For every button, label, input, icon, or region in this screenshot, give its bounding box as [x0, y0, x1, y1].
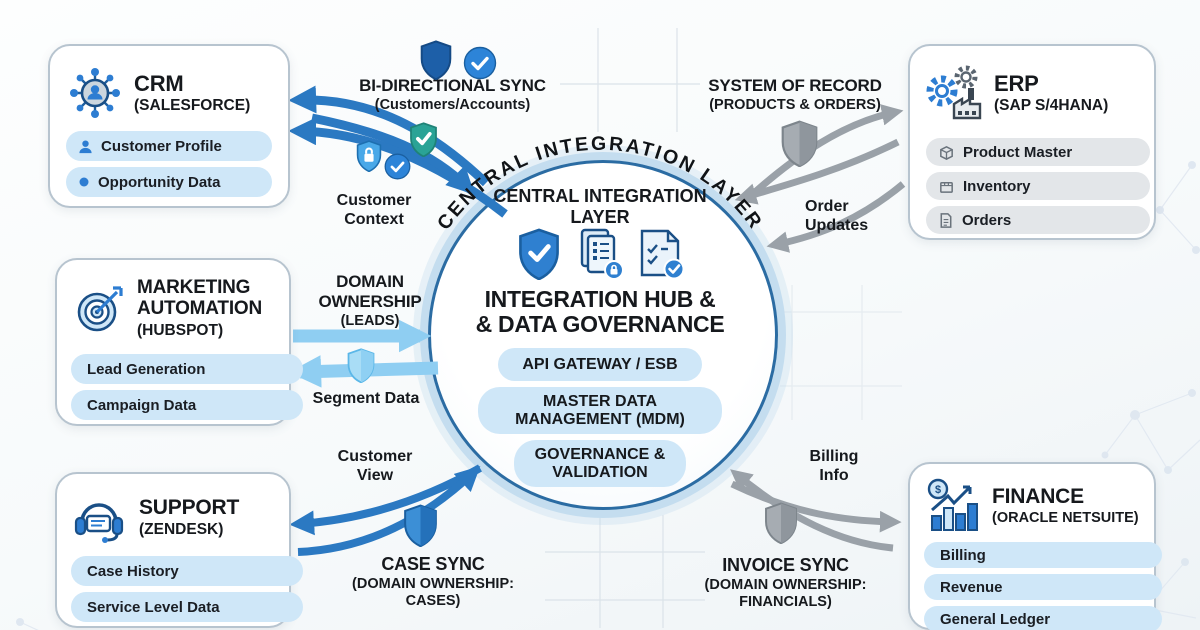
headset-ticket-icon — [71, 490, 127, 546]
shield-check-icon — [516, 228, 562, 280]
billing-info-label: Billing Info — [809, 448, 859, 484]
marketing-subtitle: (HUBSPOT) — [137, 321, 224, 339]
crm-item-opportunity-data: Opportunity Data — [66, 167, 272, 197]
target-dart-icon — [73, 284, 125, 336]
support-subtitle: (ZENDESK) — [139, 521, 224, 539]
hub-arc-label: CENTRAL INTEGRATION LAYER — [433, 133, 767, 234]
arrow-hub-to-finance — [730, 480, 902, 533]
customer-view-label: Customer View — [337, 448, 413, 484]
marketing-item-lead-generation: Lead Generation — [71, 354, 303, 384]
svg-text:$: $ — [935, 484, 941, 496]
segment-data-label: Segment Data — [312, 390, 420, 407]
arrow-crm-to-hub — [311, 113, 475, 195]
support-system-box: SUPPORT (ZENDESK) Case History Service L… — [55, 472, 303, 628]
finance-title: FINANCE — [992, 484, 1084, 508]
finance-chart-dollar-icon: $ — [926, 478, 980, 534]
arrow-hub-to-crm-2 — [288, 117, 508, 218]
erp-item-product-master: Product Master — [926, 138, 1150, 166]
crm-system-box: CRM (SALESFORCE) Customer Profile Opport… — [48, 44, 290, 208]
hub-pill-api-gateway: API GATEWAY / ESB — [498, 348, 702, 381]
document-icon — [938, 212, 954, 229]
hub-pill-mdm: MASTER DATA MANAGEMENT (MDM) — [478, 387, 722, 434]
support-item-service-level-data: Service Level Data — [71, 592, 303, 622]
erp-gears-factory-icon — [926, 64, 982, 122]
erp-item-orders: Orders — [926, 206, 1150, 234]
customer-context-label: Customer Context — [336, 192, 412, 228]
marketing-title: MARKETING AUTOMATION — [137, 277, 263, 319]
package-icon — [938, 144, 955, 161]
crm-title: CRM — [134, 70, 184, 96]
hub-heading: CENTRAL INTEGRATION LAYER — [493, 186, 707, 227]
check-circle-icon — [463, 46, 497, 80]
bi-directional-sync-label: BI-DIRECTIONAL SYNC (Customers/Accounts) — [359, 76, 546, 114]
check-circle-small-icon — [384, 153, 411, 180]
finance-item-general-ledger: General Ledger — [924, 606, 1162, 630]
shield-dark-icon — [418, 40, 454, 80]
arrow-hub-to-erp — [741, 104, 904, 205]
documents-lock-icon — [576, 228, 624, 280]
shield-teal-check-icon — [408, 122, 439, 157]
hub-pill-governance: GOVERNANCE & VALIDATION — [514, 440, 686, 487]
erp-subtitle: (SAP S/4HANA) — [994, 96, 1109, 114]
erp-system-box: ERP (SAP S/4HANA) Product Master Invento… — [908, 44, 1156, 240]
crm-network-icon — [68, 66, 122, 120]
case-sync-label: CASE SYNC (DOMAIN OWNERSHIP: CASES) — [352, 554, 514, 610]
shield-case-sync-icon — [402, 504, 439, 547]
order-updates-label: Order Updates — [805, 198, 869, 234]
person-icon — [78, 139, 93, 154]
checklist-check-icon — [638, 229, 684, 279]
dot-icon — [78, 176, 90, 188]
arrow-hub-to-crm-1 — [288, 85, 490, 187]
shield-invoice-icon — [763, 502, 799, 544]
shield-lock-icon — [355, 140, 383, 172]
crm-subtitle: (SALESFORCE) — [134, 96, 251, 114]
finance-item-revenue: Revenue — [924, 574, 1162, 600]
erp-title: ERP — [994, 70, 1039, 96]
finance-subtitle: (ORACLE NETSUITE) — [992, 509, 1139, 526]
system-of-record-label: SYSTEM OF RECORD (PRODUCTS & ORDERS) — [708, 76, 882, 114]
arrow-finance-to-hub — [730, 469, 894, 552]
finance-item-billing: Billing — [924, 542, 1162, 568]
hub-icons-row — [500, 228, 700, 280]
crm-item-customer-profile: Customer Profile — [66, 131, 272, 161]
marketing-item-campaign-data: Campaign Data — [71, 390, 303, 420]
invoice-sync-label: INVOICE SYNC (DOMAIN OWNERSHIP: FINANCIA… — [704, 555, 867, 611]
domain-ownership-label: DOMAIN OWNERSHIP (LEADS) — [318, 272, 422, 330]
finance-system-box: $ FINANCE (ORACLE NETSUITE) Billing Reve… — [908, 462, 1162, 630]
inventory-box-icon — [938, 178, 955, 195]
arrow-erp-to-hub — [734, 138, 900, 205]
support-item-case-history: Case History — [71, 556, 303, 586]
shield-gray-icon — [779, 120, 820, 167]
shield-light-icon — [346, 348, 376, 383]
support-title: SUPPORT — [139, 496, 240, 520]
arrow-support-to-hub — [297, 466, 481, 556]
hub-title: INTEGRATION HUB & & DATA GOVERNANCE — [475, 286, 725, 337]
arrow-erp-to-hub-orders — [766, 181, 906, 253]
marketing-system-box: MARKETING AUTOMATION (HUBSPOT) Lead Gene… — [55, 258, 303, 426]
erp-item-inventory: Inventory — [926, 172, 1150, 200]
